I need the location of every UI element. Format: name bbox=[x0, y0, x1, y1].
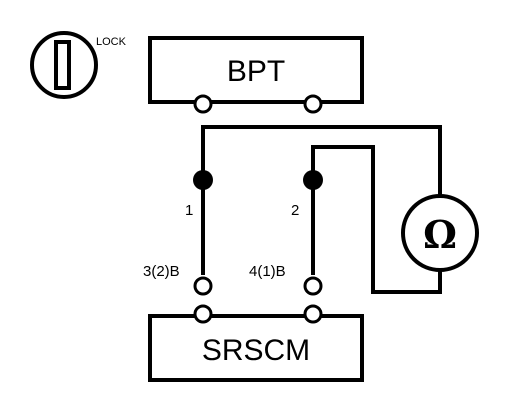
bpt-terminal-right bbox=[303, 94, 323, 114]
wires bbox=[201, 125, 442, 294]
probe-1-dot bbox=[193, 170, 213, 190]
ohm-symbol: Ω bbox=[423, 212, 457, 257]
bpt-box bbox=[148, 36, 364, 104]
srscm-terminal-right bbox=[303, 304, 323, 324]
connector-terminal-left bbox=[193, 276, 213, 296]
ignition-key-icon bbox=[30, 31, 98, 99]
probe-1-label: 1 bbox=[185, 202, 193, 219]
srscm-box bbox=[148, 314, 364, 382]
terminal-label-right: 4(1)B bbox=[249, 263, 286, 280]
terminal-label-left: 3(2)B bbox=[143, 263, 180, 280]
srscm-terminal-left bbox=[193, 304, 213, 324]
bpt-label: BPT bbox=[227, 55, 285, 88]
bpt-terminal-left bbox=[193, 94, 213, 114]
ohmmeter-icon: Ω bbox=[401, 194, 479, 272]
probe-2-label: 2 bbox=[291, 202, 299, 219]
connector-terminal-right bbox=[303, 276, 323, 296]
lock-label: LOCK bbox=[96, 36, 127, 48]
probe-2-dot bbox=[303, 170, 323, 190]
srscm-label: SRSCM bbox=[202, 334, 310, 367]
